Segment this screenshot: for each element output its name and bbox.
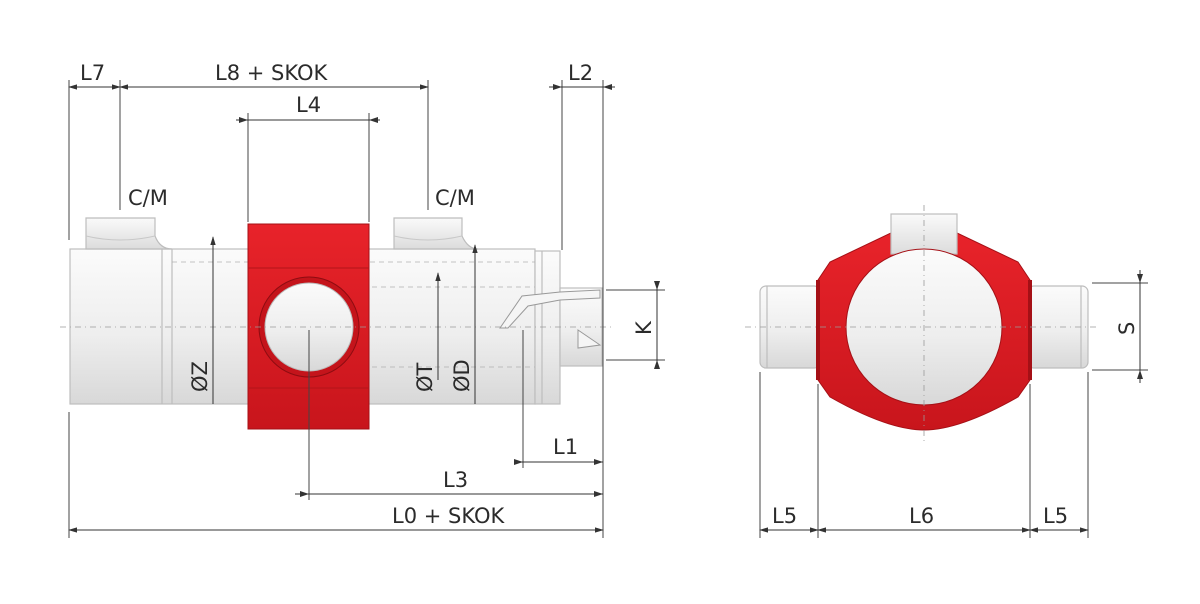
label-l8-skok: L8 + SKOK	[215, 61, 328, 85]
label-l5-left: L5	[772, 504, 797, 528]
label-l2: L2	[568, 61, 593, 85]
label-k: K	[632, 320, 656, 335]
label-dia-z: ØZ	[188, 361, 212, 392]
label-l0-skok: L0 + SKOK	[392, 504, 505, 528]
label-cm-left: C/M	[128, 186, 168, 210]
label-s: S	[1115, 322, 1139, 335]
label-l6: L6	[909, 504, 934, 528]
label-l4: L4	[296, 93, 321, 117]
label-dia-t: ØT	[413, 362, 437, 392]
port-boss-left	[85, 217, 173, 250]
end-view: L5 L6 L5 S	[745, 205, 1148, 538]
label-l5-right: L5	[1043, 504, 1068, 528]
label-l1: L1	[553, 435, 578, 459]
front-gland	[534, 250, 561, 405]
label-l7: L7	[80, 61, 105, 85]
label-l3: L3	[443, 468, 468, 492]
port-boss-right	[393, 217, 479, 250]
label-cm-right: C/M	[435, 186, 475, 210]
rod-end-thread	[499, 289, 601, 329]
side-view: L7 L8 + SKOK L2 L4 C/M C/M ØZ ØT ØD K L1…	[60, 61, 665, 538]
label-dia-d: ØD	[450, 359, 474, 392]
